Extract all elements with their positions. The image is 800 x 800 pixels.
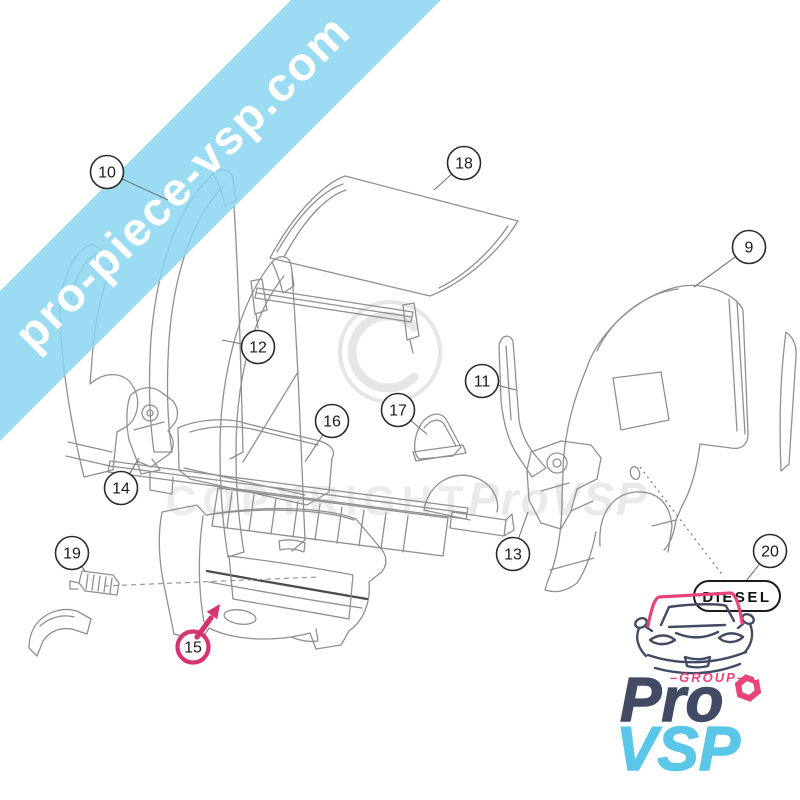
callout-circle-19 xyxy=(54,535,90,571)
part-bracket-17 xyxy=(412,413,467,462)
callout-circle-13 xyxy=(495,536,531,572)
callout-number-19: 19 xyxy=(63,546,81,563)
part-roof-panel-18 xyxy=(250,175,519,354)
callout-number-11: 11 xyxy=(474,374,491,391)
banner-text: pro-piece-vsp.com xyxy=(3,3,360,360)
logo-group-text: –GROUP– xyxy=(670,670,746,685)
callout-number-15: 15 xyxy=(184,640,202,657)
logo-roof-line xyxy=(646,591,744,628)
callout-layer: 10 18 9 12 11 17 16 14 13 19 20 15 xyxy=(54,145,788,665)
highlight-arrow xyxy=(194,604,220,640)
copyright-brand-text: ProVSP xyxy=(468,473,649,525)
callout-number-20: 20 xyxy=(761,544,779,561)
banner-stripe xyxy=(0,0,504,504)
diesel-badge: DIESEL xyxy=(693,580,781,612)
callout-circle-16 xyxy=(314,403,350,439)
callout-circle-11 xyxy=(464,363,500,399)
callout-number-10: 10 xyxy=(98,165,116,182)
watermark-banner: pro-piece-vsp.com xyxy=(0,0,504,504)
callout-number-9: 9 xyxy=(745,240,754,257)
callout-circle-15 xyxy=(175,629,211,665)
callout-circle-9 xyxy=(731,229,767,265)
part-plate-light-19 xyxy=(69,570,120,596)
callout-circle-14 xyxy=(103,470,139,506)
part-bracket-13 xyxy=(526,440,602,530)
callout-circle-12 xyxy=(240,329,276,365)
provsp-logo: –GROUP– Pro VSP xyxy=(615,591,762,785)
dashed-line-20 xyxy=(639,466,725,578)
logo-vsp-text: VSP xyxy=(616,715,741,784)
callout-number-12: 12 xyxy=(249,340,267,357)
callout-circle-20 xyxy=(752,533,788,569)
part-rear-body-panel-9 xyxy=(544,284,797,593)
callout-number-13: 13 xyxy=(504,547,522,564)
logo-pro-text: Pro xyxy=(620,666,723,735)
copyright-symbol-icon xyxy=(338,300,442,404)
callout-number-16: 16 xyxy=(323,414,341,431)
logo-hexagon-icon xyxy=(734,674,762,702)
callout-circle-18 xyxy=(446,145,482,181)
callout-number-17: 17 xyxy=(389,403,407,420)
callout-circle-17 xyxy=(380,392,416,428)
callout-number-18: 18 xyxy=(455,156,473,173)
part-sill-corner xyxy=(28,608,92,657)
callout-circle-10 xyxy=(89,154,125,190)
callout-number-14: 14 xyxy=(112,481,130,498)
part-pillar-trim-11 xyxy=(498,335,547,478)
logo-car-icon xyxy=(634,591,755,675)
part-rear-bumper-15 xyxy=(158,504,387,650)
